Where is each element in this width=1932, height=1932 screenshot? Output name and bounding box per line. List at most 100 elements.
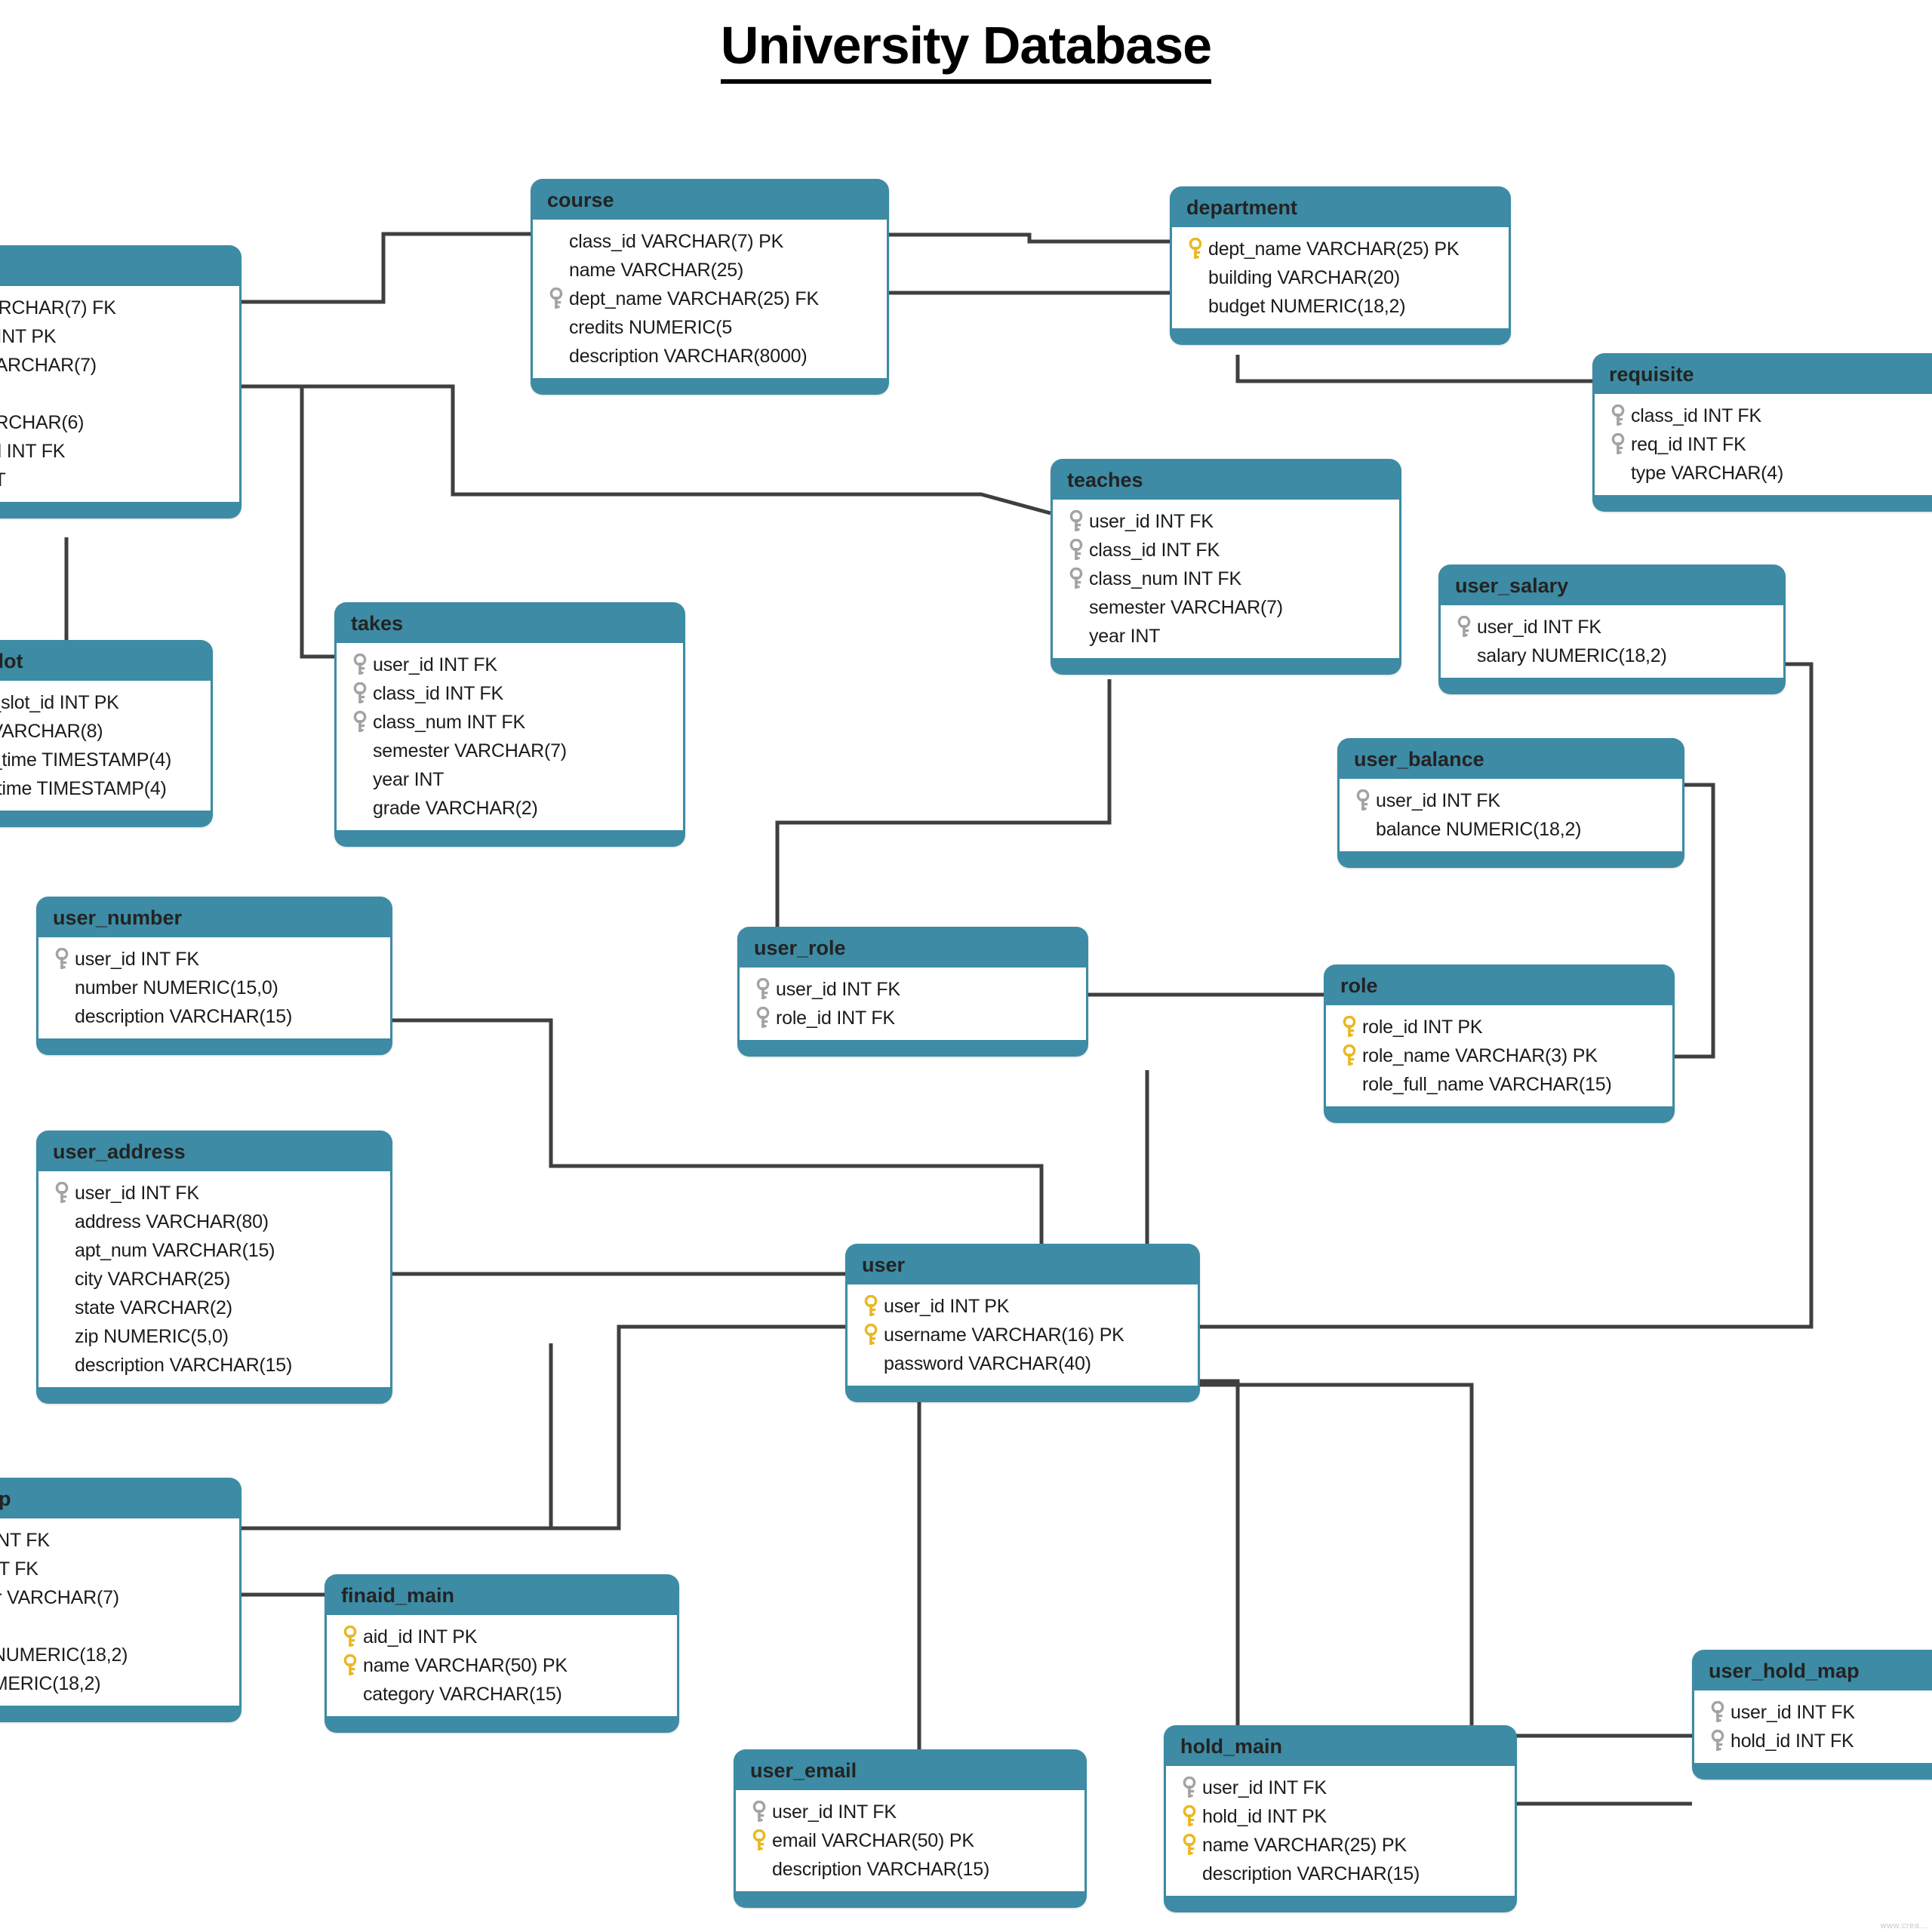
entity-footer bbox=[734, 1891, 1087, 1908]
key-slot-empty bbox=[49, 1211, 75, 1232]
entity-title: finaid_main bbox=[341, 1584, 455, 1607]
entity-attribute-text: start_time TIMESTAMP(4) bbox=[0, 749, 172, 771]
entity-attribute-text: user_id INT FK bbox=[75, 948, 199, 970]
foreign-key-slot bbox=[1063, 539, 1089, 561]
entity-attribute-row: building VARCHAR(6) bbox=[0, 408, 239, 437]
primary-key-icon bbox=[1183, 1834, 1196, 1856]
key-slot-empty bbox=[1063, 626, 1089, 647]
entity-attribute-text: user_id INT FK bbox=[0, 1529, 50, 1551]
foreign-key-slot bbox=[1063, 568, 1089, 590]
entity-title: user bbox=[862, 1254, 906, 1276]
entity-attribute-row: name VARCHAR(25) PK bbox=[1166, 1831, 1515, 1860]
relationship-line bbox=[1200, 1383, 1692, 1738]
entity-attribute-text: state VARCHAR(2) bbox=[75, 1297, 232, 1318]
key-slot-empty bbox=[1605, 463, 1631, 484]
entity-footer bbox=[1592, 495, 1932, 512]
entity-table-time_slot[interactable]: time_slottime_slot_id INT PKday VARCHAR(… bbox=[0, 640, 213, 828]
entity-attribute-row: day VARCHAR(8) bbox=[0, 717, 211, 746]
foreign-key-icon bbox=[1356, 789, 1370, 811]
key-slot-empty bbox=[49, 1297, 75, 1318]
entity-footer bbox=[1164, 1896, 1517, 1912]
entity-footer bbox=[1170, 328, 1511, 345]
entity-attribute-text: aid_id INT FK bbox=[0, 1558, 38, 1580]
key-slot-empty bbox=[49, 977, 75, 998]
entity-attribute-row: year INT bbox=[1053, 622, 1399, 651]
foreign-key-icon bbox=[1611, 405, 1625, 426]
entity-attribute-text: year INT bbox=[1089, 625, 1161, 647]
entity-attribute-text: user_id INT PK bbox=[884, 1295, 1010, 1317]
entity-attribute-row: description VARCHAR(15) bbox=[736, 1855, 1084, 1884]
entity-footer bbox=[1337, 851, 1684, 868]
entity-attribute-row: balance NUMERIC(18,2) bbox=[1340, 815, 1682, 844]
entity-attribute-text: semester VARCHAR(7) bbox=[1089, 596, 1283, 618]
entity-attribute-row: description VARCHAR(15) bbox=[38, 1351, 390, 1380]
entity-attribute-text: class_id VARCHAR(7) FK bbox=[0, 297, 116, 318]
entity-attribute-text: user_id INT FK bbox=[373, 654, 497, 675]
entity-title: user_role bbox=[754, 937, 846, 959]
entity-attribute-row: capacity INT bbox=[0, 466, 239, 494]
key-slot-empty bbox=[543, 346, 569, 367]
entity-attribute-row: description VARCHAR(15) bbox=[1166, 1860, 1515, 1888]
entity-attribute-text: user_id INT FK bbox=[1477, 616, 1601, 638]
entity-title: hold_main bbox=[1180, 1735, 1283, 1758]
entity-attribute-text: user_id INT FK bbox=[1376, 789, 1500, 811]
entity-attribute-row: semester VARCHAR(7) bbox=[1053, 593, 1399, 622]
key-slot-empty bbox=[49, 1240, 75, 1261]
entity-attribute-text: user_id INT FK bbox=[1089, 510, 1214, 532]
foreign-key-icon bbox=[756, 978, 770, 1000]
entity-attribute-text: role_name VARCHAR(3) PK bbox=[1362, 1044, 1598, 1066]
entity-title: course bbox=[547, 189, 614, 211]
key-slot-empty bbox=[1183, 296, 1208, 317]
entity-attribute-row: apt_num VARCHAR(15) bbox=[38, 1236, 390, 1265]
foreign-key-icon bbox=[1069, 510, 1083, 532]
entity-attribute-row: time_slot_id INT FK bbox=[0, 437, 239, 466]
foreign-key-slot bbox=[1063, 510, 1089, 533]
foreign-key-slot bbox=[1605, 405, 1631, 427]
primary-key-icon bbox=[864, 1295, 878, 1317]
entity-attribute-row: class_id INT FK bbox=[337, 679, 683, 708]
primary-key-slot bbox=[337, 1626, 363, 1648]
entity-attribute-text: semester VARCHAR(7) bbox=[0, 1586, 119, 1608]
primary-key-slot bbox=[1337, 1016, 1362, 1038]
key-slot-empty bbox=[543, 317, 569, 338]
entity-attribute-row: year INT bbox=[0, 1612, 239, 1641]
entity-attribute-row: credits NUMERIC(5 bbox=[533, 313, 887, 342]
entity-attribute-text: email VARCHAR(50) PK bbox=[772, 1829, 974, 1851]
entity-attribute-row: name VARCHAR(25) bbox=[533, 256, 887, 285]
watermark: www.crea... bbox=[1880, 1921, 1927, 1930]
entity-footer bbox=[0, 811, 213, 827]
entity-attribute-text: name VARCHAR(25) bbox=[569, 259, 744, 281]
entity-title: takes bbox=[351, 612, 404, 635]
page-title-text: University Database bbox=[720, 16, 1212, 84]
foreign-key-icon bbox=[549, 288, 563, 309]
entity-footer bbox=[845, 1386, 1200, 1402]
primary-key-slot bbox=[858, 1324, 884, 1346]
entity-footer bbox=[325, 1716, 679, 1733]
